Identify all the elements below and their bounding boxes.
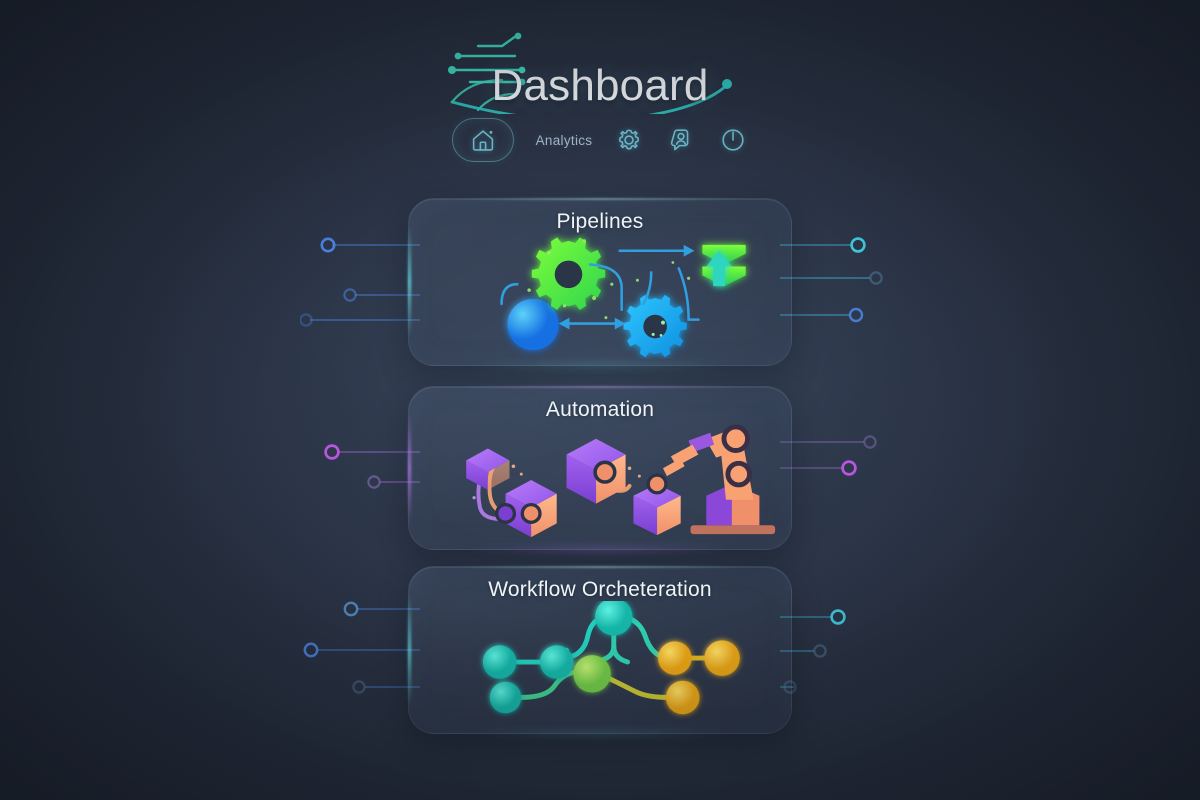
power-icon	[722, 129, 744, 151]
home-icon	[472, 130, 493, 151]
card-automation[interactable]: Automation	[408, 386, 792, 552]
nav-item-settings[interactable]	[614, 118, 644, 162]
connector-lines-left-automation	[324, 444, 420, 489]
pipelines-gears-illustration	[409, 233, 791, 359]
card-title-pipelines: Pipelines	[556, 210, 644, 233]
card-title-workflow: Workflow Orcheteration	[488, 578, 712, 601]
card-title-automation: Automation	[545, 398, 655, 421]
nav-item-label-analytics: Analytics	[535, 132, 593, 148]
nav-item-power[interactable]	[718, 118, 748, 162]
card-glow	[462, 547, 738, 552]
gear-icon	[619, 129, 640, 150]
nav-active-pill	[451, 118, 514, 162]
workflow-node-graph-illustration	[409, 601, 791, 727]
automation-robot-cubes-illustration	[409, 421, 791, 543]
main-nav: Analytics	[0, 118, 1200, 162]
page-header: Dashboard	[0, 28, 1200, 114]
connector-lines-right-pipelines	[780, 237, 883, 323]
nav-item-profile[interactable]	[666, 118, 696, 162]
user-icon	[671, 129, 689, 151]
card-glow	[462, 731, 738, 736]
connector-lines-left-pipelines	[300, 237, 420, 327]
connector-lines-right-workflow	[780, 609, 846, 694]
connector-lines-left-workflow	[303, 601, 420, 694]
nav-item-analytics[interactable]: Analytics	[536, 118, 593, 162]
card-glow	[462, 363, 738, 368]
card-workflow-orcheteration[interactable]: Workflow Orcheteration	[408, 566, 792, 736]
page-title: Dashboard	[491, 61, 709, 110]
connector-lines-right-automation	[780, 435, 877, 476]
nav-item-home[interactable]	[451, 118, 514, 162]
card-pipelines[interactable]: Pipelines	[408, 198, 792, 368]
